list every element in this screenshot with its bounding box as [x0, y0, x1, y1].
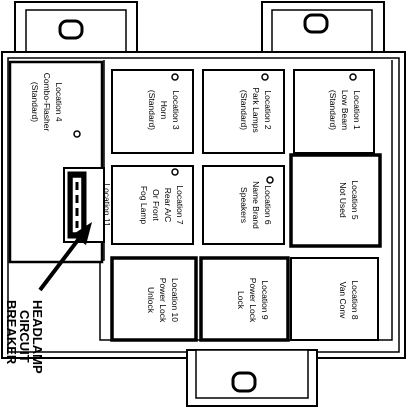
- location-10-name: Location 10: [170, 278, 180, 322]
- location-7-name: Location 7: [175, 185, 185, 224]
- terminal-marker-icon: [349, 73, 357, 81]
- location-10-desc-2: Unlock: [146, 287, 156, 314]
- location-7-desc-1: Rear A/C: [163, 188, 173, 223]
- location-9-desc-2: Lock: [236, 291, 246, 310]
- location-8-name: Location 8: [350, 280, 360, 319]
- location-6-desc-2: Speakers: [239, 187, 249, 223]
- location-2-desc-1: Park Lamps: [251, 87, 261, 132]
- terminal-marker-icon: [261, 73, 269, 81]
- location-1-desc-2: (Standard): [328, 90, 338, 130]
- location-9-name: Location 9: [260, 280, 270, 319]
- location-10-desc-1: Power Lock: [158, 278, 168, 323]
- bottom-mounting-tab: [186, 349, 318, 407]
- location-3-name: Location 3: [171, 90, 181, 129]
- location-1-name: Location 1: [352, 90, 362, 129]
- top-right-mounting-tab: [261, 1, 385, 61]
- location-7-desc-2: Or Front: [151, 189, 161, 221]
- location-4-desc-2: (Standard): [30, 82, 40, 122]
- location-10-module: Location 10 Power Lock Unlock: [110, 256, 198, 342]
- headlamp-callout-label: HEADLAMP CIRCUIT BREAKER: [4, 300, 45, 374]
- location-6-desc-1: Name Brand: [251, 181, 261, 229]
- location-3-desc-2: (Standard): [147, 90, 157, 130]
- location-4-module: Location 4 Combo-Flasher (Standard): [8, 60, 104, 264]
- terminal-marker-icon: [171, 73, 179, 81]
- location-2-module: Location 2 Park Lamps (Standard): [202, 69, 285, 154]
- location-8-desc-1: Van Conv: [338, 282, 348, 319]
- location-11-name: Location 11: [102, 183, 112, 227]
- location-6-name: Location 6: [263, 185, 273, 224]
- location-9-desc-1: Power Lock: [248, 278, 258, 323]
- location-4-desc-1: Combo-Flasher: [42, 73, 52, 132]
- location-4-name: Location 4: [54, 82, 64, 121]
- headlamp-callout-arrow: [38, 222, 92, 292]
- location-7-desc-3: Fog Lamp: [139, 186, 149, 225]
- location-6-module: Location 6 Name Brand Speakers: [202, 165, 285, 245]
- location-8-module: Location 8 Van Conv: [290, 257, 379, 341]
- callout-line-1: HEADLAMP: [30, 300, 45, 374]
- location-2-name: Location 2: [263, 90, 273, 129]
- terminal-marker-icon: [266, 176, 274, 184]
- location-9-module: Location 9 Power Lock Lock: [199, 256, 290, 342]
- location-7-module: Location 7 Rear A/C Or Front Fog Lamp: [111, 165, 194, 245]
- location-1-module: Location 1 Low Beam (Standard): [293, 69, 375, 154]
- terminal-marker-icon: [171, 168, 179, 176]
- location-1-desc-1: Low Beam: [340, 90, 350, 130]
- location-2-desc-2: (Standard): [239, 90, 249, 130]
- location-5-name: Location 5: [350, 180, 360, 219]
- callout-line-3: BREAKER: [4, 300, 19, 365]
- arrowhead-icon: [72, 222, 92, 245]
- callout-line-2: CIRCUIT: [17, 310, 32, 363]
- location-3-module: Location 3 Horn (Standard): [111, 69, 194, 154]
- terminal-marker-icon: [73, 130, 81, 138]
- location-5-desc-1: Not Used: [338, 182, 348, 218]
- location-5-module: Location 5 Not Used: [289, 153, 382, 248]
- location-3-desc-1: Horn: [159, 101, 169, 120]
